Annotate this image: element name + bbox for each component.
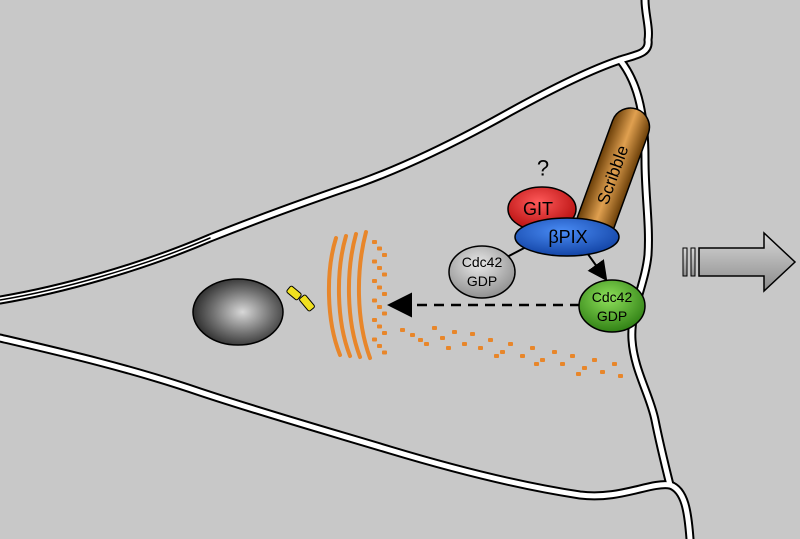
- vesicle: [500, 350, 505, 354]
- vesicle: [382, 253, 387, 257]
- vesicle: [612, 362, 617, 366]
- vesicle: [424, 342, 429, 346]
- vesicle: [446, 346, 451, 350]
- git-label: GIT: [523, 199, 553, 219]
- vesicle: [462, 342, 467, 346]
- vesicle: [520, 354, 525, 358]
- vesicle: [488, 338, 493, 342]
- vesicle: [372, 279, 377, 283]
- scribble-protein: Scribble: [575, 107, 651, 243]
- centrosome-icon: [286, 285, 315, 312]
- vesicle: [410, 333, 415, 337]
- golgi-vesicles: [372, 240, 623, 378]
- cdc42-right-state: GDP: [597, 308, 627, 324]
- vesicle: [418, 338, 423, 342]
- vesicle: [372, 337, 377, 342]
- golgi-apparatus: [326, 230, 372, 360]
- vesicle: [560, 362, 565, 366]
- vesicle: [377, 344, 382, 348]
- vesicle: [470, 332, 475, 336]
- vesicle: [618, 374, 623, 378]
- vesicle: [382, 350, 387, 355]
- vesicle: [372, 298, 377, 303]
- vesicle: [382, 331, 387, 335]
- vesicle: [540, 358, 545, 362]
- vesicle: [382, 292, 387, 296]
- nucleus: [192, 278, 284, 346]
- vesicle: [372, 318, 377, 322]
- vesicle: [377, 285, 382, 290]
- cdc42-inactive: [448, 245, 516, 299]
- vesicle: [400, 328, 405, 332]
- vesicle: [576, 372, 581, 376]
- vesicle: [382, 272, 387, 277]
- vesicle: [372, 240, 377, 244]
- vesicle: [534, 362, 539, 366]
- cdc42-right-name: Cdc42: [592, 289, 633, 305]
- vesicle: [377, 305, 382, 309]
- vesicle: [530, 346, 535, 350]
- question-mark: ?: [537, 156, 549, 181]
- cdc42-active: [578, 279, 646, 333]
- cdc42-left-state: GDP: [467, 273, 497, 289]
- vesicle: [377, 266, 382, 270]
- vesicle: [494, 354, 499, 358]
- vesicle: [570, 354, 575, 358]
- bpix-protein: [514, 217, 620, 257]
- vesicle: [377, 246, 382, 251]
- bpix-label: βPIX: [548, 227, 587, 247]
- right-arrow-icon: [682, 231, 797, 293]
- vesicle: [432, 326, 437, 330]
- vesicle: [452, 330, 457, 334]
- vesicle: [382, 311, 387, 316]
- vesicle: [592, 358, 597, 362]
- vesicle: [377, 324, 382, 329]
- cdc42-left-name: Cdc42: [462, 254, 503, 270]
- vesicle: [600, 370, 605, 374]
- vesicle: [372, 259, 377, 264]
- vesicle: [478, 346, 483, 350]
- vesicle: [440, 336, 445, 340]
- vesicle: [552, 350, 557, 354]
- vesicle: [508, 342, 513, 346]
- vesicle: [582, 366, 587, 370]
